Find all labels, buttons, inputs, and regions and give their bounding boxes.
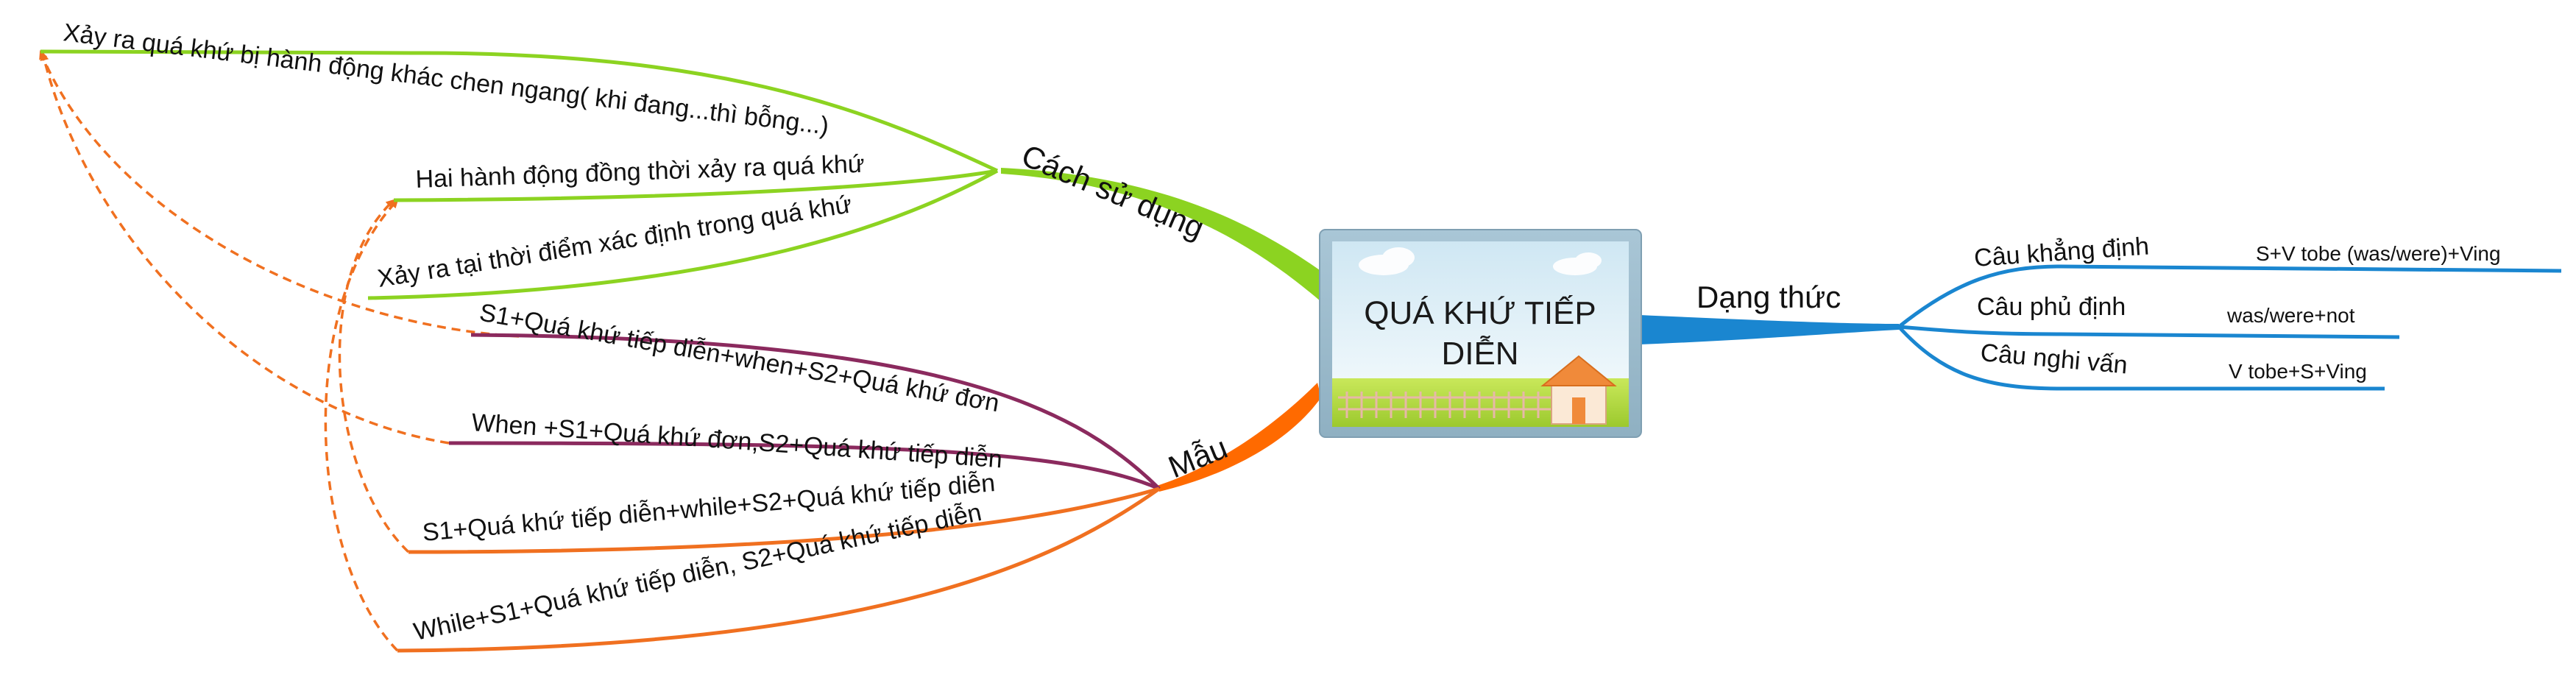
branch-usage-label[interactable]: Cách sử dụng <box>1016 138 1209 245</box>
form-item-3-line <box>1897 325 2385 391</box>
pattern-item-2-line <box>448 441 1160 491</box>
branch-usage-trunk <box>1001 168 1325 302</box>
central-title-line1: QUÁ KHỨ TIẾP <box>1364 294 1596 331</box>
form-item-2-label[interactable]: Câu phủ định <box>1977 293 2126 321</box>
usage-item-1-line <box>40 49 999 173</box>
cloud-icon <box>1359 247 1602 275</box>
branch-form-trunk <box>1640 315 1899 344</box>
form-item-1-value: S+V tobe (was/were)+Ving <box>2256 242 2501 265</box>
relationship-arrow-3 <box>338 199 410 553</box>
branch-pattern-trunk <box>1157 383 1321 492</box>
branch-form: Dạng thức Câu khẳng định Câu phủ định Câ… <box>1640 232 2562 391</box>
usage-item-1-label[interactable]: Xảy ra quá khứ bị hành động khác chen ng… <box>62 18 830 140</box>
usage-item-3-label[interactable]: Xảy ra tại thời điểm xác định trong quá … <box>375 190 854 292</box>
pattern-item-2-label[interactable]: When +S1+Quá khứ đơn,S2+Quá khứ tiếp diễ… <box>470 408 1003 473</box>
central-title-line2: DIỄN <box>1441 335 1518 372</box>
pattern-item-1-line <box>470 333 1161 490</box>
relationship-arrows <box>39 50 520 652</box>
relationship-arrow-2 <box>40 52 450 445</box>
branch-usage: Cách sử dụng Xảy ra quá khứ bị hành động… <box>40 18 1325 302</box>
form-item-2-value: was/were+not <box>2226 304 2355 327</box>
relationship-arrow-1 <box>39 50 520 338</box>
relationship-arrow-4 <box>324 199 399 652</box>
pattern-item-3-line <box>408 487 1160 554</box>
form-item-2-line <box>1898 325 2400 339</box>
pattern-item-4-line <box>397 487 1161 653</box>
usage-item-3-line <box>367 169 999 300</box>
form-item-3-label[interactable]: Câu nghi vấn <box>1979 339 2129 379</box>
pattern-item-1-label[interactable]: S1+Quá khứ tiếp diễn+when+S2+Quá khứ đơn <box>478 298 1002 417</box>
fence-icon <box>1338 392 1553 418</box>
form-item-1-line <box>1897 264 2562 328</box>
house-icon <box>1540 355 1617 425</box>
branch-pattern: Mẫu S1+Quá khứ tiếp diễn+when+S2+Quá khứ… <box>397 298 1321 653</box>
form-item-3-value: V tobe+S+Ving <box>2229 360 2367 383</box>
usage-item-2-label[interactable]: Hai hành động đồng thời xảy ra quá khứ <box>415 150 865 194</box>
central-topic[interactable]: QUÁ KHỨ TIẾP DIỄN <box>1319 229 1642 438</box>
branch-form-label[interactable]: Dạng thức <box>1696 280 1841 314</box>
usage-item-2-line <box>393 169 998 202</box>
